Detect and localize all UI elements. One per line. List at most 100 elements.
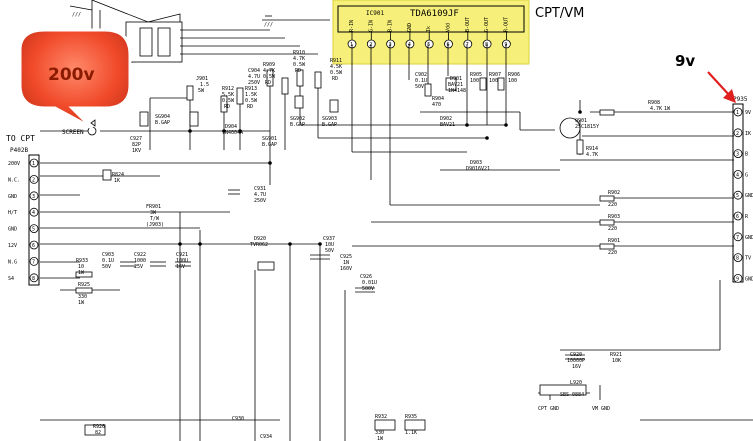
ic-pin-label: G-IN (368, 20, 374, 32)
left-pin-number: 3 (32, 194, 35, 200)
junction-dots (178, 110, 582, 246)
sg903-ref: SG903 (322, 116, 337, 122)
r932-watt: 1W (377, 436, 384, 441)
r926-val: 82 (95, 430, 101, 436)
left-pin-number: 7 (32, 259, 35, 265)
sg902-val: B.GAP (290, 122, 305, 128)
j901-val: 1.5 (200, 82, 209, 88)
r910-type: RD (295, 68, 301, 74)
r904-val: 470 (432, 102, 441, 108)
right-pin-8 (733, 253, 743, 263)
right-pin-label: GND (745, 235, 753, 241)
right-pin-number: 7 (736, 235, 739, 241)
left-pin-number: 5 (32, 227, 35, 233)
r911-type: RD (332, 76, 338, 82)
left-pin-1 (29, 158, 39, 168)
c927-ref: C927 (130, 136, 142, 142)
r921-val: 10K (612, 358, 621, 364)
r935-ref: R935 (405, 414, 417, 420)
r933-ref: R933 (76, 258, 88, 264)
right-pin-label: TV (745, 256, 751, 262)
right-pin-label: G (745, 172, 748, 178)
c904-ref: C904 (248, 68, 260, 74)
ic-pin-number: 4 (408, 42, 411, 48)
left-connector-body (28, 154, 40, 286)
right-pin-2 (733, 128, 743, 138)
r906-val: 100 (508, 78, 517, 84)
left-pin-7 (29, 256, 39, 266)
ic-pin-label: R-IN (349, 20, 355, 32)
ic-pin-number: 5 (427, 42, 430, 48)
q901-val: 2SC1815Y (575, 124, 599, 130)
ic-pin-6 (444, 39, 453, 49)
ic-pin-label: GND (407, 23, 413, 32)
right-pin-label: B (745, 152, 748, 158)
right-pin-number: 8 (736, 256, 739, 262)
r932-val: 330 (375, 430, 384, 436)
sg901-ref: SG901 (262, 136, 277, 142)
r912-val: 5.5K (222, 92, 234, 98)
ic-pin-label: Ik (426, 26, 432, 32)
c903-val: 0.1U (102, 258, 114, 264)
d901-alt: 1N4148 (448, 88, 466, 94)
voltage-callout: 200v (18, 28, 132, 130)
fr901-ref: FR901 (146, 204, 161, 210)
component-labels: SCREEN J901 1.5 5W R910 4.7K 0.5W RD R90… (62, 50, 671, 441)
d901-val: BAV21 (448, 82, 463, 88)
left-pin-number: 4 (32, 210, 35, 216)
c925-volt: 160V (340, 266, 352, 272)
ic-pin-label: G-OUT (484, 17, 490, 32)
j901-watt: 5W (198, 88, 205, 94)
sg902-ref: SG902 (290, 116, 305, 122)
right-pin-3 (733, 149, 743, 159)
callout-bubble (18, 28, 132, 130)
d920-ref: D920 (254, 236, 266, 242)
q901-ref: Q901 (575, 118, 587, 124)
r925-val: 330 (78, 294, 87, 300)
right-pin-label: GND (745, 276, 753, 282)
d901-ref: D901 (450, 76, 462, 82)
r903-val: 220 (608, 226, 617, 232)
right-connector-ref: P935 (733, 96, 748, 103)
d920-val: TVR062 (250, 242, 268, 248)
c930-ref: C930 (232, 416, 244, 422)
right-pin-number: 2 (736, 131, 739, 137)
left-pin-label: 200V (8, 161, 20, 167)
r824-val: 1K (114, 178, 120, 184)
left-pin-label: N.G (8, 259, 17, 265)
right-pin-number: 6 (736, 214, 739, 220)
d903-val: D9016V21 (466, 166, 490, 172)
c920-volt: 16V (572, 364, 581, 370)
r906-ref: R906 (508, 72, 520, 78)
d904-ref: D904 (225, 124, 237, 130)
right-pin-4 (733, 169, 743, 179)
r913-ref: R913 (245, 86, 257, 92)
vm-gnd-label: VM GND (592, 406, 610, 412)
left-pin-label: N.C. (8, 177, 20, 183)
c937-ref: C937 (323, 236, 335, 242)
r909-val: 4.7K (263, 68, 275, 74)
r909-ref: R909 (263, 62, 275, 68)
callout-text: 200v (48, 65, 95, 85)
arrow-head-icon (723, 89, 736, 103)
r904-ref: R904 (432, 96, 444, 102)
c922-ref: C922 (134, 252, 146, 258)
c902-volt: 50V (415, 84, 424, 90)
right-pin-5 (733, 190, 743, 200)
left-pin-3 (29, 191, 39, 201)
left-pin-label: GND (8, 227, 17, 233)
r905-val: 100 (470, 78, 479, 84)
svg-text:///: /// (72, 12, 81, 18)
right-pin-label: 9V (745, 110, 751, 116)
c903-ref: C903 (102, 252, 114, 258)
c925-ref: C925 (340, 254, 352, 260)
r907-val: 100 (489, 78, 498, 84)
r903-ref: R903 (608, 214, 620, 220)
r907-ref: R907 (489, 72, 501, 78)
right-pin-9 (733, 273, 743, 283)
ic-pin-label: Vdd (446, 23, 452, 32)
sg903-val: B.GAP (322, 122, 337, 128)
ic-pin-label: R-OUT (503, 17, 509, 32)
